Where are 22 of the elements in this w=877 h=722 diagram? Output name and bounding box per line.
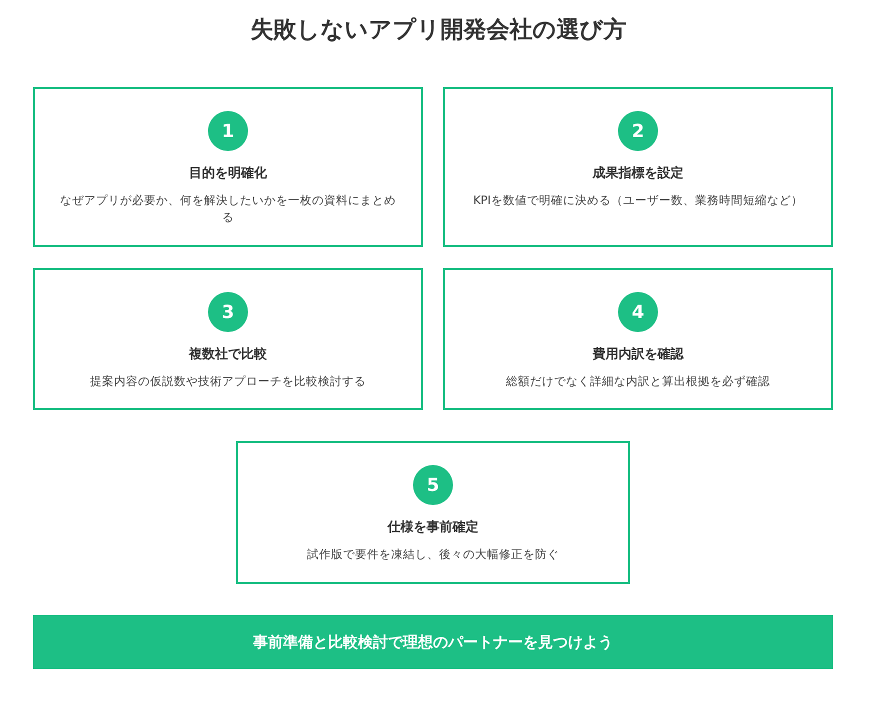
step-description: なぜアプリが必要か、何を解決したいかを一枚の資料にまとめる: [59, 192, 397, 226]
step-number: 2: [618, 111, 658, 151]
summary-banner: 事前準備と比較検討で理想のパートナーを見つけよう: [33, 615, 833, 669]
step-heading: 成果指標を設定: [591, 164, 684, 182]
step-description: KPIを数値で明確に決める（ユーザー数、業務時間短縮など）: [472, 192, 804, 209]
step-description: 提案内容の仮説数や技術アプローチを比較検討する: [89, 373, 367, 390]
title: 失敗しないアプリ開発会社の選び方: [250, 16, 628, 45]
step-number: 5: [413, 465, 453, 505]
step-number: 1: [208, 111, 248, 151]
step-card: [33, 268, 423, 410]
step-description: 試作版で要件を凍結し、後々の大幅修正を防ぐ: [306, 546, 560, 563]
step-number: 4: [618, 292, 658, 332]
step-card: [443, 87, 833, 247]
step-heading: 仕様を事前確定: [386, 518, 480, 536]
step-heading: 目的を明確化: [188, 165, 268, 182]
step-heading: 複数社で比較: [188, 346, 268, 363]
step-description: 総額だけでなく詳細な内訳と算出根拠を必ず確認: [505, 373, 771, 390]
step-card: [33, 87, 423, 247]
step-card: [236, 441, 630, 584]
step-card: [443, 268, 833, 410]
step-number: 3: [208, 292, 248, 332]
step-heading: 費用内訳を確認: [592, 346, 685, 363]
